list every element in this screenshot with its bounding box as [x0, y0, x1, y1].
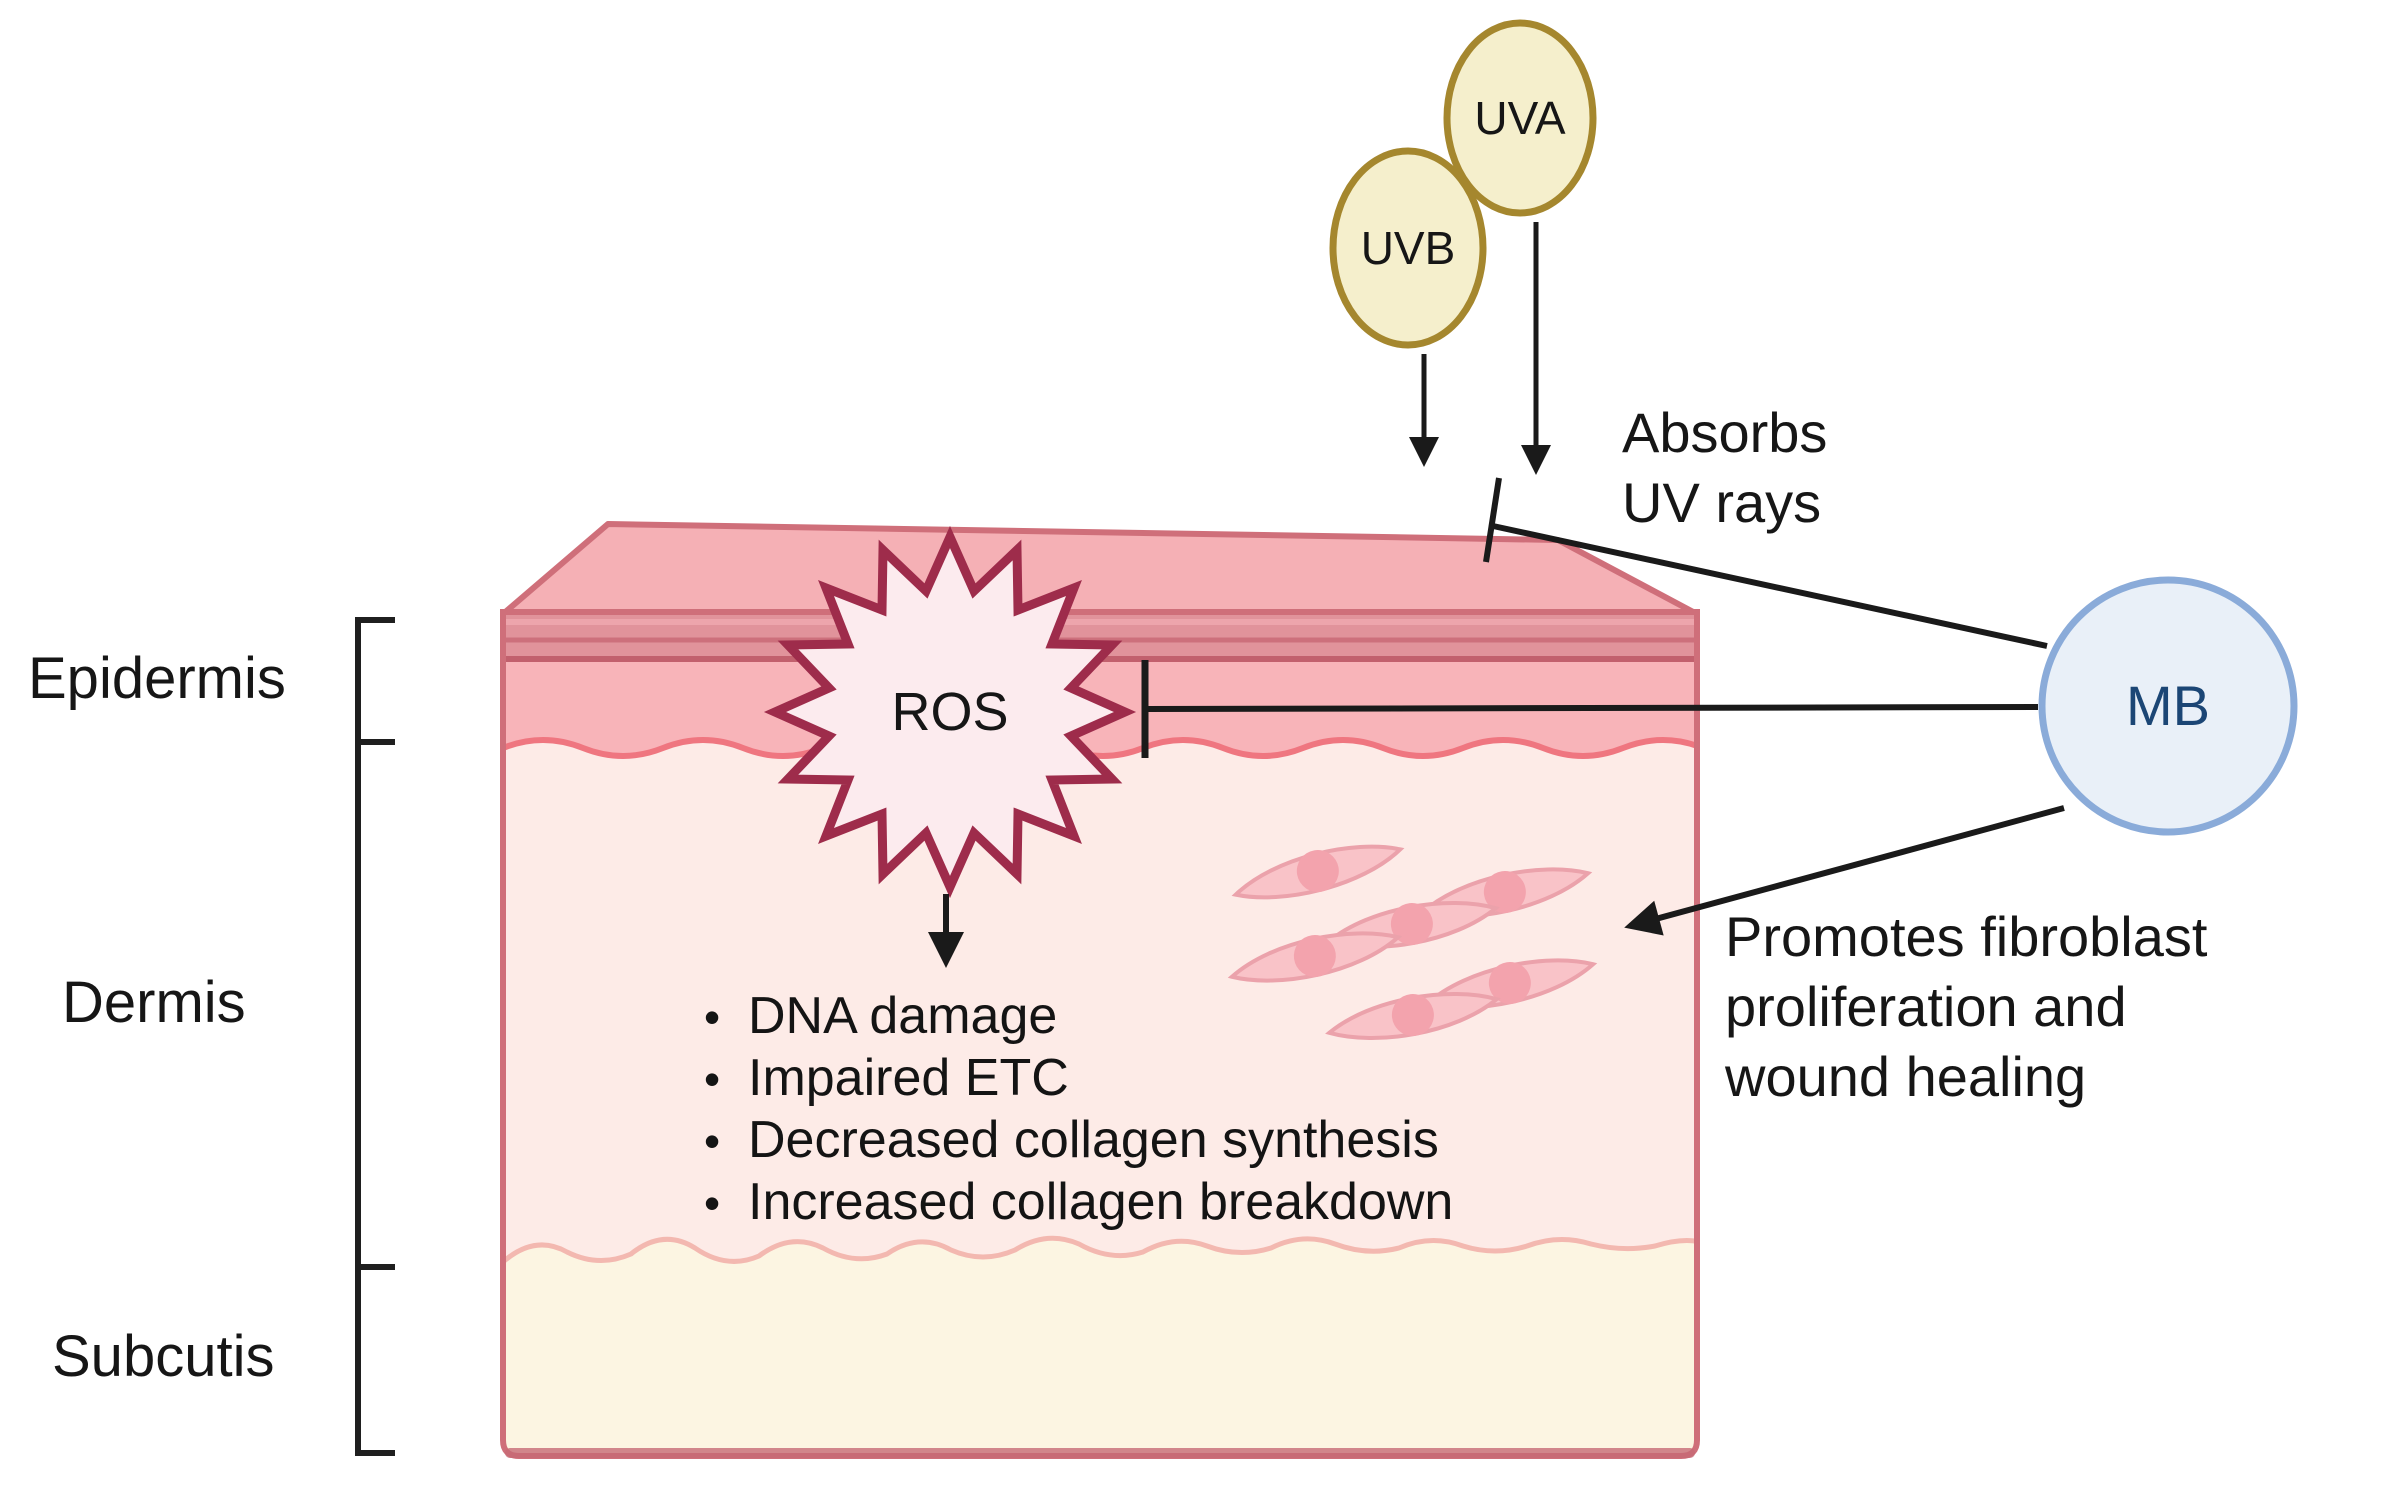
- uva-circle: [1443, 19, 1597, 217]
- uvb-circle: [1329, 147, 1487, 349]
- effect-item: • Increased collagen breakdown: [704, 1172, 1453, 1234]
- effect-item: • Impaired ETC: [704, 1048, 1453, 1110]
- effects-list: • DNA damage • Impaired ETC • Decreased …: [704, 986, 1453, 1234]
- absorbs-uv-label: Absorbs UV rays: [1622, 401, 1828, 534]
- bullet: •: [704, 1177, 721, 1229]
- layer-bracket: [355, 617, 395, 1456]
- effect-text: Decreased collagen synthesis: [748, 1111, 1439, 1169]
- promotes-label: Promotes fibroblast proliferation and wo…: [1725, 905, 2208, 1108]
- uv-absorb-leader-line: [1492, 523, 2048, 649]
- ros-inhibition-tbar: [1141, 660, 2039, 758]
- subcutis-label: Subcutis: [52, 1324, 275, 1389]
- bullet: •: [704, 991, 721, 1043]
- ros-label: ROS: [891, 682, 1009, 742]
- dermis-label: Dermis: [62, 970, 246, 1035]
- bullet: •: [704, 1115, 721, 1167]
- effect-text: Impaired ETC: [748, 1049, 1069, 1107]
- effect-item: • Decreased collagen synthesis: [704, 1110, 1453, 1172]
- dermis-subcutis-wave-line: [503, 1235, 1697, 1264]
- skin-block: [500, 521, 1700, 1459]
- subcutis-layer: [503, 1238, 1697, 1456]
- mb-label: MB: [2126, 674, 2210, 737]
- skin-top-face: [500, 521, 1700, 617]
- effect-text: Increased collagen breakdown: [748, 1173, 1454, 1231]
- epidermis-dermis-wave-line: [503, 737, 1697, 759]
- effect-item: • DNA damage: [704, 986, 1453, 1048]
- ros-star: [763, 525, 1137, 899]
- mb-fibroblast-arrow: [1624, 805, 2065, 936]
- epidermis-label: Epidermis: [28, 646, 286, 711]
- uv-absorb-tick: [1483, 477, 1502, 563]
- mb-circle: [2038, 576, 2298, 836]
- effect-text: DNA damage: [748, 987, 1058, 1045]
- uvb-label: UVB: [1360, 222, 1456, 274]
- bullet: •: [704, 1053, 721, 1105]
- uva-label: UVA: [1474, 92, 1566, 144]
